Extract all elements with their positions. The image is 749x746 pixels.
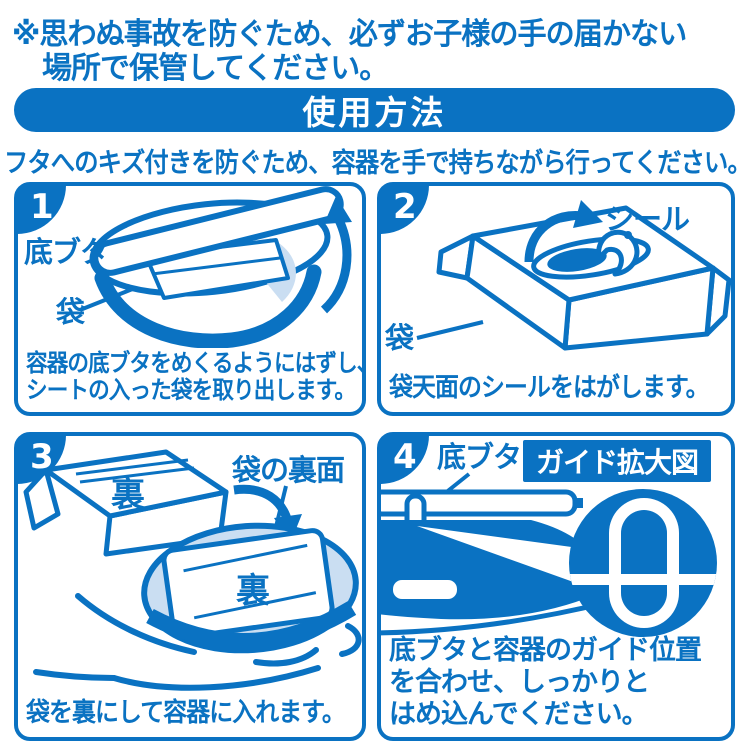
step4-caption-line2: を合わせ、しっかりと	[389, 667, 650, 698]
guide-zoom-label: ガイド拡大図	[535, 446, 699, 479]
label-bottom-lid: 底ブタ	[437, 440, 522, 474]
guide-pin-zoomed	[621, 510, 667, 616]
hand-shape	[33, 593, 362, 691]
label-bag-back-side: 袋の裏面	[232, 453, 345, 487]
step-panel-4: 4 底ブタ ガイド拡大図	[377, 432, 735, 741]
leader-line-bag	[416, 320, 484, 340]
peel-arrow-icon	[524, 200, 603, 263]
bag-seal-illustration	[416, 200, 731, 351]
guide-zoom-box: ガイド拡大図	[523, 440, 711, 482]
guide-magnifier	[569, 489, 717, 637]
step-panel-1: 1 底ブタ 袋 容器の底ブタを	[14, 182, 378, 416]
step-number-badge: 1	[17, 185, 66, 234]
label-bag: 袋	[385, 321, 414, 355]
step-panel-2: 2 シール 袋	[377, 182, 735, 416]
step-panel-3: 3 袋の裏面 裏 裏	[14, 432, 366, 741]
label-back-in-container: 裏	[236, 571, 270, 611]
safety-warning: ※思わぬ事故を防ぐため、必ずお子様の手の届かない 場所で保管してください。	[12, 18, 707, 86]
guide-alignment-illustration	[381, 472, 717, 637]
container-rim-band	[146, 601, 357, 650]
label-back-on-bag: 裏	[111, 475, 145, 515]
container-shape	[141, 522, 359, 654]
section-title: 使用方法	[302, 93, 447, 132]
step4-caption-line1: 底ブタと容器のガイド位置	[389, 635, 702, 666]
label-seal: シール	[605, 202, 690, 236]
handling-notice: フタへのキズ付きを防ぐため、容器を手で持ちながら行ってください。	[4, 148, 749, 179]
step1-caption-line2: シートの入った袋を取り出します。	[26, 376, 356, 404]
container-open-illustration	[79, 186, 352, 348]
step2-caption: 袋天面のシールをはがします。	[389, 373, 710, 403]
seal-shape	[547, 229, 640, 277]
step1-caption-line1: 容器の底ブタをめくるようにはずし、	[26, 349, 378, 377]
label-bottom-lid: 底ブタ	[24, 235, 109, 269]
section-header: 使用方法	[14, 88, 735, 132]
safety-warning-line1: ※思わぬ事故を防ぐため、必ずお子様の手の届かない	[12, 17, 687, 52]
container-cross-section	[381, 520, 610, 636]
safety-warning-line2: 場所で保管してください。	[42, 51, 389, 86]
step3-caption: 袋を裏にして容器に入れます。	[26, 698, 346, 728]
bowl-bottom	[94, 264, 322, 348]
flip-bag-illustration	[23, 449, 362, 691]
bottom-lid-shape	[92, 186, 344, 276]
label-bag: 袋	[56, 295, 85, 329]
lift-arrow-icon	[320, 196, 352, 314]
step4-caption-line3: はめ込んでください。	[389, 699, 649, 730]
zoom-wedge	[417, 526, 579, 584]
